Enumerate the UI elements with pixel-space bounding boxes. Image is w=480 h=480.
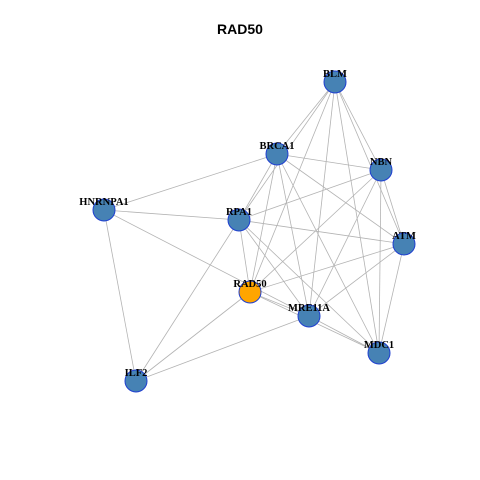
node-circle[interactable] xyxy=(392,232,416,256)
edge-brca1-atm xyxy=(276,153,405,245)
node-circle[interactable] xyxy=(367,341,391,365)
node-label: ATM xyxy=(392,231,416,242)
edge-brca1-nbn xyxy=(276,153,382,171)
edge-blm-mre11a xyxy=(308,81,336,317)
node-label: RPA1 xyxy=(226,207,252,218)
node-label: MDC1 xyxy=(364,340,394,351)
node-blm[interactable]: BLM xyxy=(323,69,347,94)
edge-mre11a-ilf2 xyxy=(135,315,310,382)
node-mre11a[interactable]: MRE11A xyxy=(288,303,330,328)
node-ilf2[interactable]: ILF2 xyxy=(124,368,148,393)
node-circle[interactable] xyxy=(323,70,347,94)
node-circle[interactable] xyxy=(238,280,262,304)
node-label: BLM xyxy=(323,69,347,80)
node-circle[interactable] xyxy=(297,304,321,328)
node-circle[interactable] xyxy=(227,208,251,232)
node-rpa1[interactable]: RPA1 xyxy=(226,207,252,232)
node-atm[interactable]: ATM xyxy=(392,231,416,256)
node-label: BRCA1 xyxy=(259,141,294,152)
node-rad50[interactable]: RAD50 xyxy=(233,279,267,304)
edge-atm-mre11a xyxy=(308,243,405,317)
edge-blm-nbn xyxy=(334,81,382,171)
node-label: RAD50 xyxy=(233,279,266,290)
node-circle[interactable] xyxy=(265,142,289,166)
edge-brca1-hnrnpa1 xyxy=(103,153,278,211)
node-label: HNRNPA1 xyxy=(79,197,128,208)
graph-title: RAD50 xyxy=(217,21,263,37)
edge-brca1-rad50 xyxy=(249,153,278,293)
node-label: NBN xyxy=(370,157,393,168)
edge-hnrnpa1-mre11a xyxy=(103,209,310,317)
edge-nbn-atm xyxy=(380,169,405,245)
edge-brca1-mre11a xyxy=(276,153,310,317)
edge-atm-mdc1 xyxy=(378,243,405,354)
edge-hnrnpa1-ilf2 xyxy=(103,209,137,382)
edge-nbn-mre11a xyxy=(308,169,382,317)
edge-nbn-rpa1 xyxy=(238,169,382,221)
node-mdc1[interactable]: MDC1 xyxy=(364,340,394,365)
edge-brca1-mdc1 xyxy=(276,153,380,354)
edge-blm-mdc1 xyxy=(334,81,380,354)
edge-atm-rad50 xyxy=(249,243,405,293)
edge-rpa1-atm xyxy=(238,219,405,245)
edge-nbn-mdc1 xyxy=(378,169,382,354)
node-circle[interactable] xyxy=(369,158,393,182)
edge-blm-atm xyxy=(334,81,405,245)
node-circle[interactable] xyxy=(124,369,148,393)
edge-mre11a-mdc1 xyxy=(308,315,380,354)
edge-blm-brca1 xyxy=(276,81,336,155)
node-circle[interactable] xyxy=(92,198,116,222)
edge-rpa1-ilf2 xyxy=(135,219,240,382)
edge-rpa1-mre11a xyxy=(238,219,310,317)
edge-layer xyxy=(103,81,405,382)
node-nbn[interactable]: NBN xyxy=(369,157,393,182)
node-label: MRE11A xyxy=(288,303,330,314)
edge-brca1-rpa1 xyxy=(238,153,278,221)
node-brca1[interactable]: BRCA1 xyxy=(259,141,295,166)
edge-rpa1-rad50 xyxy=(238,219,251,293)
edge-blm-rad50 xyxy=(249,81,336,293)
node-hnrnpa1[interactable]: HNRNPA1 xyxy=(79,197,129,222)
edge-hnrnpa1-rpa1 xyxy=(103,209,240,221)
node-label: ILF2 xyxy=(125,368,148,379)
edge-rpa1-mdc1 xyxy=(238,219,380,354)
edge-rad50-ilf2 xyxy=(135,291,251,382)
